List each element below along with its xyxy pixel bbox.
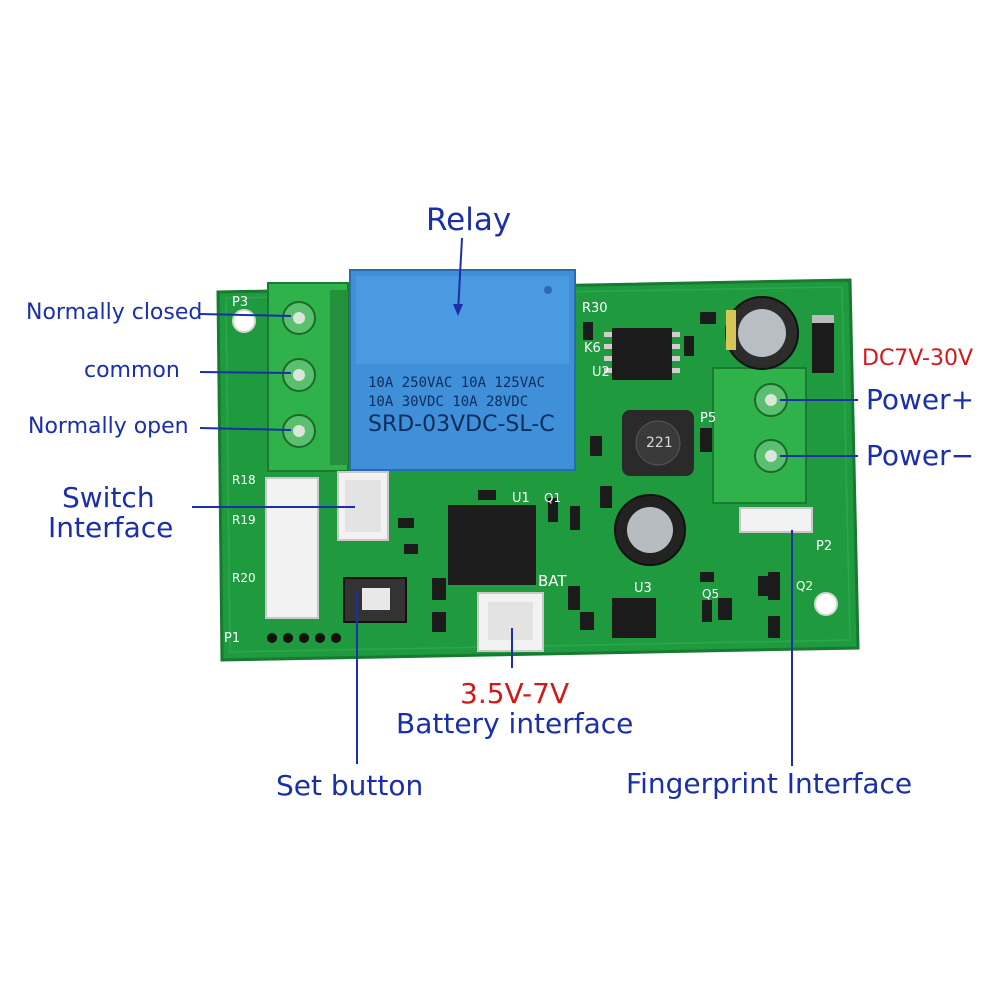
battery-range-label: 3.5V-7V [460,677,570,710]
capacitor-center [614,494,686,566]
normally-open-label: Normally open [28,414,189,439]
battery-connector [477,592,544,652]
silk-p3: P3 [232,295,249,310]
relay-rating-line-2: 10A 30VDC 10A 28VDC [368,394,529,410]
silk-k6: K6 [584,341,601,356]
callout-lines [192,237,858,766]
silk-q1: Q1 [544,491,562,505]
power-terminal-block [712,367,807,504]
diode [812,315,834,373]
relay-callout-line [457,237,463,313]
relay-label: Relay [426,202,512,238]
supply-range-label: DC7V-30V [862,346,974,371]
normally-closed-label: Normally closed [26,300,203,325]
silk-u2: U2 [592,365,610,380]
silk-p5: P5 [700,411,717,426]
battery-interface-label: Battery interface [396,707,634,740]
set-button-label: Set button [276,769,424,802]
power-plus-label: Power+ [866,383,975,416]
relay-model: SRD-03VDC-SL-C [368,412,555,437]
silk-p2: P2 [816,539,833,554]
silk-r18: R18 [232,473,256,487]
normally-open-line [199,427,292,431]
set-button-component [343,577,407,623]
relay-callout-arrow [453,304,463,316]
silk-r19: R19 [232,513,256,527]
chip-u1 [448,505,536,585]
silk-u3: U3 [634,581,652,596]
relay-rating-line-1: 10A 250VAC 10A 125VAC [368,375,546,391]
silk-r30: R30 [582,301,608,316]
silk-bat: BAT [538,572,567,590]
switch-interface-label-line2: Interface [48,511,174,544]
large-white-connector [265,477,319,619]
silk-q2: Q2 [796,579,814,593]
chip-u2 [604,328,680,380]
silk-p1: P1 [224,631,241,646]
switch-interface-label-line1: Switch [62,481,155,514]
output-terminal-block [267,282,349,472]
common-label: common [84,358,180,383]
silk-q5: Q5 [702,587,720,601]
smd-components [398,312,780,638]
pin-header-p1 [267,633,341,643]
normally-closed-line [199,313,292,317]
fingerprint-connector [739,507,813,533]
chip-u3 [612,598,656,638]
silk-inductor: 221 [646,435,673,451]
fingerprint-interface-label: Fingerprint Interface [626,767,913,800]
relay-component [349,269,576,471]
silk-r20: R20 [232,571,256,585]
inductor [622,410,694,476]
silk-u1: U1 [512,491,530,506]
common-line [199,371,292,374]
power-minus-label: Power− [866,439,975,472]
capacitor-top-right [725,296,799,370]
